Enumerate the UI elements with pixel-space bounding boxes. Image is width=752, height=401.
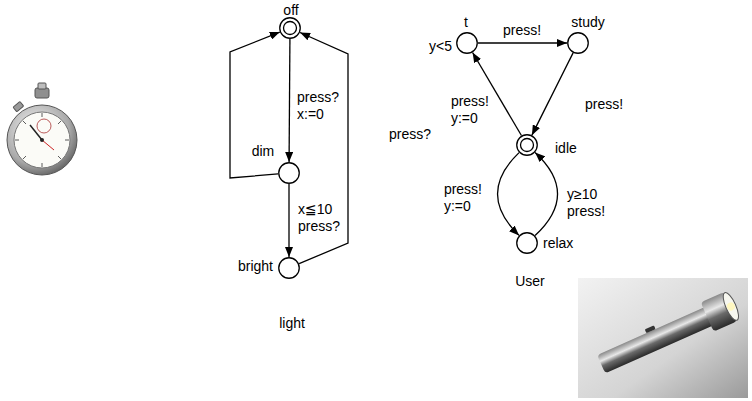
state-outline	[278, 162, 300, 184]
transition-label: press! y:=0	[443, 181, 483, 215]
transition-label: y≥10 press!	[566, 186, 606, 220]
state-circle: study	[567, 32, 589, 54]
transition-label: press!	[584, 96, 624, 113]
transition-arrow	[498, 153, 520, 236]
state-circle: bright	[278, 257, 300, 279]
state-circle: ty<5	[456, 32, 478, 54]
transition-label: press! y:=0	[450, 93, 490, 127]
flashlight-photo	[578, 278, 748, 398]
state-outline	[456, 32, 478, 54]
state-outline	[567, 32, 589, 54]
state-circle: dim	[278, 162, 300, 184]
transition-label: x≦10 press?	[297, 201, 341, 235]
transition-arrow	[230, 32, 280, 178]
state-outline	[516, 232, 538, 254]
state-outline	[516, 134, 538, 156]
state-invariant: y<5	[429, 38, 452, 54]
state-outline	[279, 17, 301, 39]
transition-arrow	[288, 184, 289, 257]
state-name: idle	[555, 140, 577, 156]
transition-label: press?	[388, 126, 432, 143]
transition-arrow	[478, 42, 567, 43]
state-name: bright	[238, 258, 273, 274]
state-outline	[278, 257, 300, 279]
automaton-name: User	[515, 273, 545, 289]
transition-arrow	[532, 53, 573, 135]
state-name: relax	[543, 235, 573, 251]
transition-arrow	[535, 152, 557, 235]
stopwatch-illustration	[7, 83, 77, 175]
state-name: t	[464, 14, 468, 30]
state-name: off	[283, 2, 298, 18]
transition-arrow	[288, 39, 290, 162]
state-circle: relax	[516, 232, 538, 254]
state-name: dim	[252, 143, 275, 159]
transition-label: press!	[502, 22, 542, 39]
state-circle: idle	[516, 134, 538, 156]
transition-label: press? x:=0	[296, 89, 340, 123]
state-name: study	[571, 14, 604, 30]
state-circle: off	[279, 17, 301, 39]
automaton-name: light	[279, 315, 305, 331]
